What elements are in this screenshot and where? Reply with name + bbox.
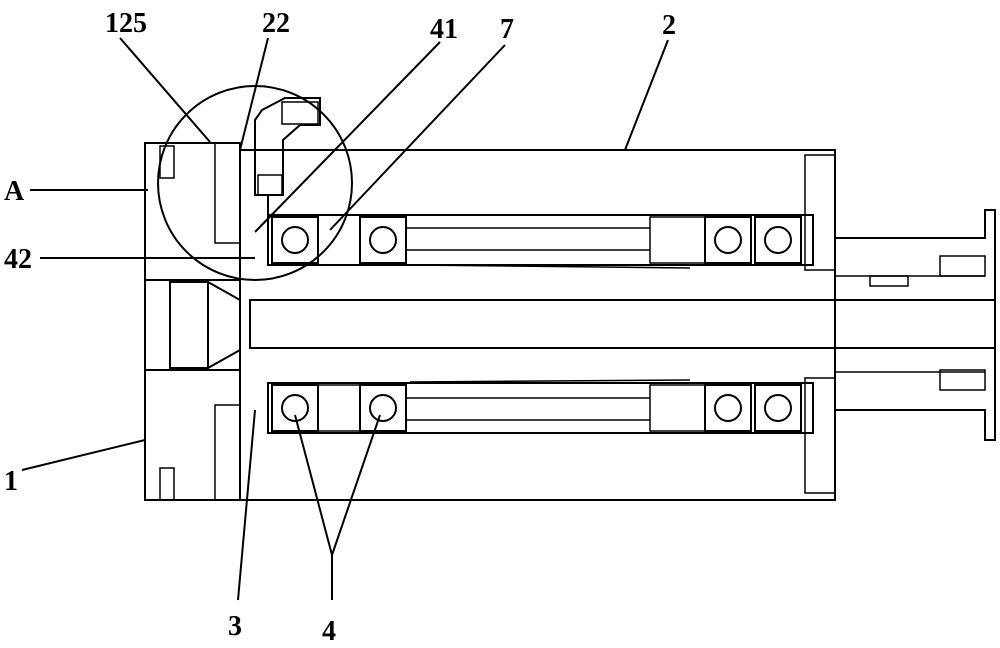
ball-bearing-icon (755, 385, 801, 431)
label-4: 4 (322, 616, 336, 647)
label-41: 41 (430, 14, 458, 45)
label-A: A (4, 176, 25, 207)
label-1: 1 (4, 466, 18, 497)
label-22: 22 (262, 8, 290, 39)
ball-bearing-icon (272, 217, 318, 263)
shaft-extension (835, 210, 995, 440)
ball-bearing-icon (705, 217, 751, 263)
label-3: 3 (228, 611, 242, 642)
ball-bearing-icon (755, 217, 801, 263)
ball-bearing-icon (360, 385, 406, 431)
housing-part-2 (240, 150, 995, 500)
bearings-part-4 (272, 217, 801, 431)
ball-bearing-icon (360, 217, 406, 263)
ball-bearing-icon (272, 385, 318, 431)
label-125: 125 (105, 8, 147, 39)
shaft-bore-icon (250, 300, 995, 348)
label-7: 7 (500, 14, 514, 45)
leader-lines (22, 38, 668, 600)
label-42: 42 (4, 244, 32, 275)
label-2: 2 (662, 10, 676, 41)
part-labels: 125 22 41 7 2 A 42 1 3 4 (4, 8, 676, 647)
ball-bearing-icon (705, 385, 751, 431)
